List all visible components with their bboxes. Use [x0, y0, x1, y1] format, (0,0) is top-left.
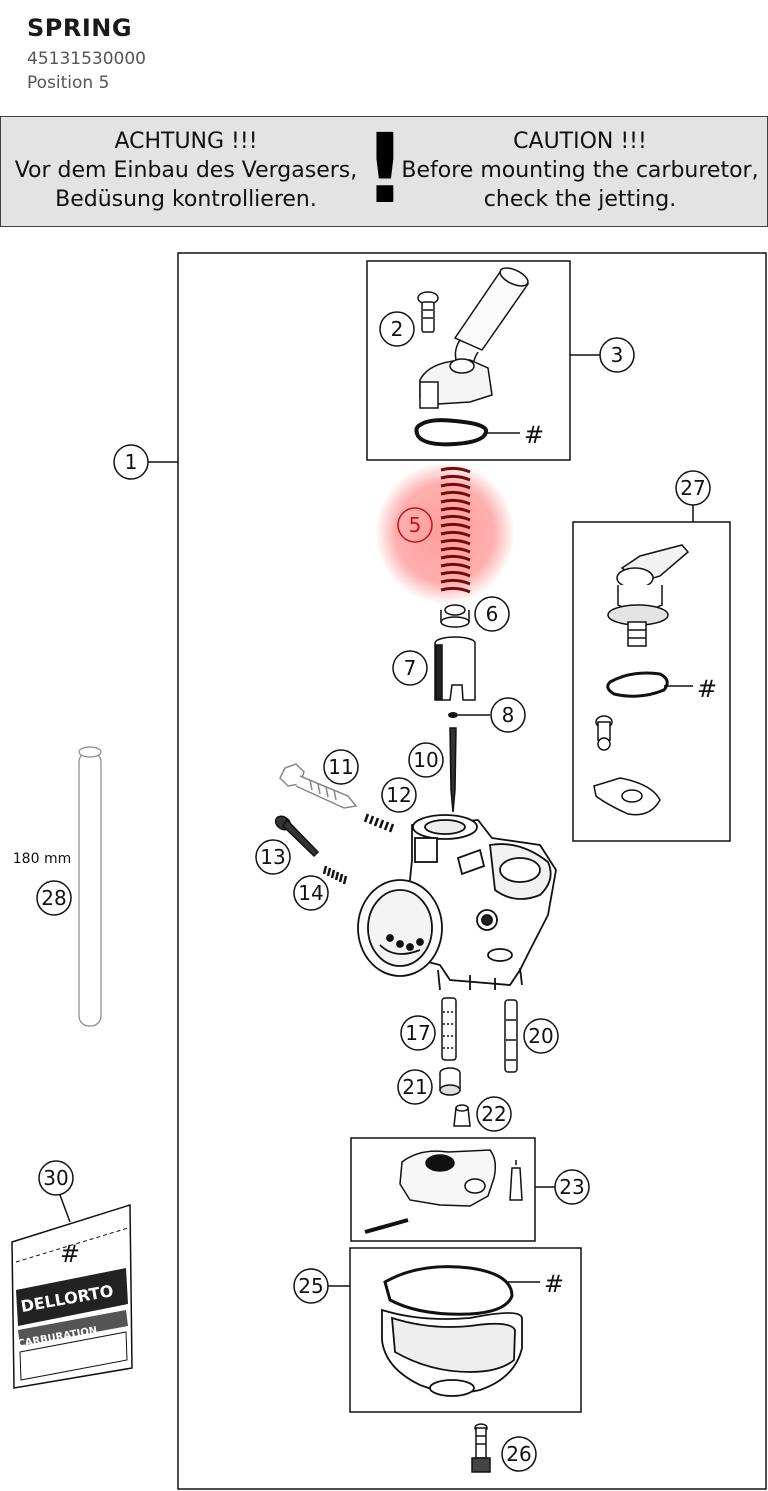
spring-part-12 [322, 865, 348, 885]
hash-mark-top: # [524, 421, 544, 449]
caution-english-line2: Before mounting the carburetor, [401, 158, 759, 183]
carburetor-frame [177, 252, 767, 1490]
callout-8[interactable]: 8 [490, 697, 526, 733]
callout-10[interactable]: 10 [408, 742, 444, 778]
svg-text:11: 11 [328, 755, 353, 779]
callout-6[interactable]: 6 [474, 596, 510, 632]
drain-screw-part-27 [471, 1423, 491, 1473]
part-number: 45131530000 [27, 49, 146, 69]
svg-text:17: 17 [405, 1021, 430, 1045]
svg-text:8: 8 [502, 703, 515, 727]
svg-text:5: 5 [409, 513, 422, 537]
part-title: SPRING [27, 14, 133, 42]
choke-part-13 [593, 544, 690, 816]
tube-length-label: 180 mm [13, 851, 71, 867]
jet-holder-part-21 [439, 1067, 461, 1096]
needle-clip-part-8 [448, 712, 490, 718]
callout-2[interactable]: 2 [379, 311, 415, 347]
throttle-slide-part-7 [434, 636, 476, 701]
svg-text:7: 7 [404, 656, 417, 680]
caution-german: ACHTUNG !!! Vor dem Einbau des Vergasers… [1, 127, 371, 214]
callout-1[interactable]: 1 [113, 444, 178, 480]
exclamation-icon: ! [363, 113, 407, 225]
svg-text:25: 25 [298, 1274, 323, 1298]
svg-text:1: 1 [125, 450, 138, 474]
float-bowl-part-26 [381, 1265, 523, 1397]
jetting-kit-bag: # DELLORTO CARBURATION [11, 1203, 133, 1389]
callout-30[interactable]: 30 [38, 1160, 74, 1223]
svg-text:30: 30 [43, 1166, 68, 1190]
svg-text:14: 14 [298, 881, 323, 905]
callout-28[interactable]: 28 [36, 880, 72, 916]
part-position: Position 5 [27, 73, 110, 93]
callout-14[interactable]: 12 [381, 777, 417, 813]
jet-needle-part-10 [449, 727, 457, 813]
callout-23[interactable]: 22 [476, 1096, 512, 1132]
idle-screw-part-11 [279, 763, 358, 809]
hash-mark-choke: # [697, 675, 717, 703]
callout-7[interactable]: 7 [392, 650, 428, 686]
main-jet-part-23 [453, 1104, 471, 1127]
caution-english: CAUTION !!! Before mounting the carburet… [393, 127, 767, 214]
float-bowl-box [349, 1247, 582, 1413]
throttle-cap-box [366, 260, 571, 461]
hash-mark-bowl: # [544, 1270, 564, 1298]
callout-13[interactable]: 27 [675, 470, 711, 506]
callout-25[interactable]: 23 [535, 1169, 590, 1205]
spring-part-14 [363, 813, 395, 833]
callout-12[interactable]: 14 [293, 875, 329, 911]
callout-17[interactable]: 13 [255, 839, 291, 875]
callout-21[interactable]: 21 [397, 1069, 433, 1105]
svg-text:3: 3 [611, 343, 624, 367]
callout-27[interactable]: 26 [501, 1436, 537, 1472]
throttle-cap-drawing [414, 267, 530, 447]
caution-german-line3: Bedüsung kontrollieren. [55, 187, 317, 212]
svg-text:2: 2 [391, 317, 404, 341]
svg-text:27: 27 [680, 476, 705, 500]
callout-22[interactable]: 20 [523, 1018, 559, 1054]
bag-hash-mark: # [60, 1240, 80, 1268]
svg-text:26: 26 [506, 1442, 531, 1466]
float-box [350, 1137, 536, 1242]
svg-text:21: 21 [402, 1075, 427, 1099]
caution-german-line1: ACHTUNG !!! [114, 129, 258, 154]
caution-english-line3: check the jetting. [483, 187, 677, 212]
callout-3[interactable]: 3 [570, 337, 635, 373]
fuel-tube-part-28 [78, 746, 102, 1027]
spring-part-5 [440, 466, 471, 594]
svg-text:10: 10 [413, 748, 438, 772]
carburetor-body [357, 814, 557, 991]
caution-banner: ACHTUNG !!! Vor dem Einbau des Vergasers… [0, 116, 768, 227]
svg-text:6: 6 [486, 602, 499, 626]
svg-text:23: 23 [559, 1175, 584, 1199]
mixture-screw-part-17 [274, 815, 320, 858]
spring-seat-part-6 [440, 604, 470, 628]
callout-20[interactable]: 17 [400, 1015, 436, 1051]
callout-26[interactable]: 25 [293, 1268, 350, 1304]
callout-11[interactable]: 11 [323, 749, 359, 785]
svg-text:20: 20 [528, 1024, 553, 1048]
svg-text:28: 28 [41, 886, 66, 910]
needle-jet-part-20 [441, 997, 457, 1061]
callout-5[interactable]: 5 [397, 507, 433, 543]
idle-jet-part-22 [504, 999, 518, 1073]
caution-german-line2: Vor dem Einbau des Vergasers, [14, 158, 358, 183]
caution-english-line1: CAUTION !!! [513, 129, 647, 154]
choke-box [572, 521, 731, 842]
svg-text:22: 22 [481, 1102, 506, 1126]
svg-text:13: 13 [260, 845, 285, 869]
float-part-25 [364, 1149, 523, 1234]
svg-text:12: 12 [386, 783, 411, 807]
